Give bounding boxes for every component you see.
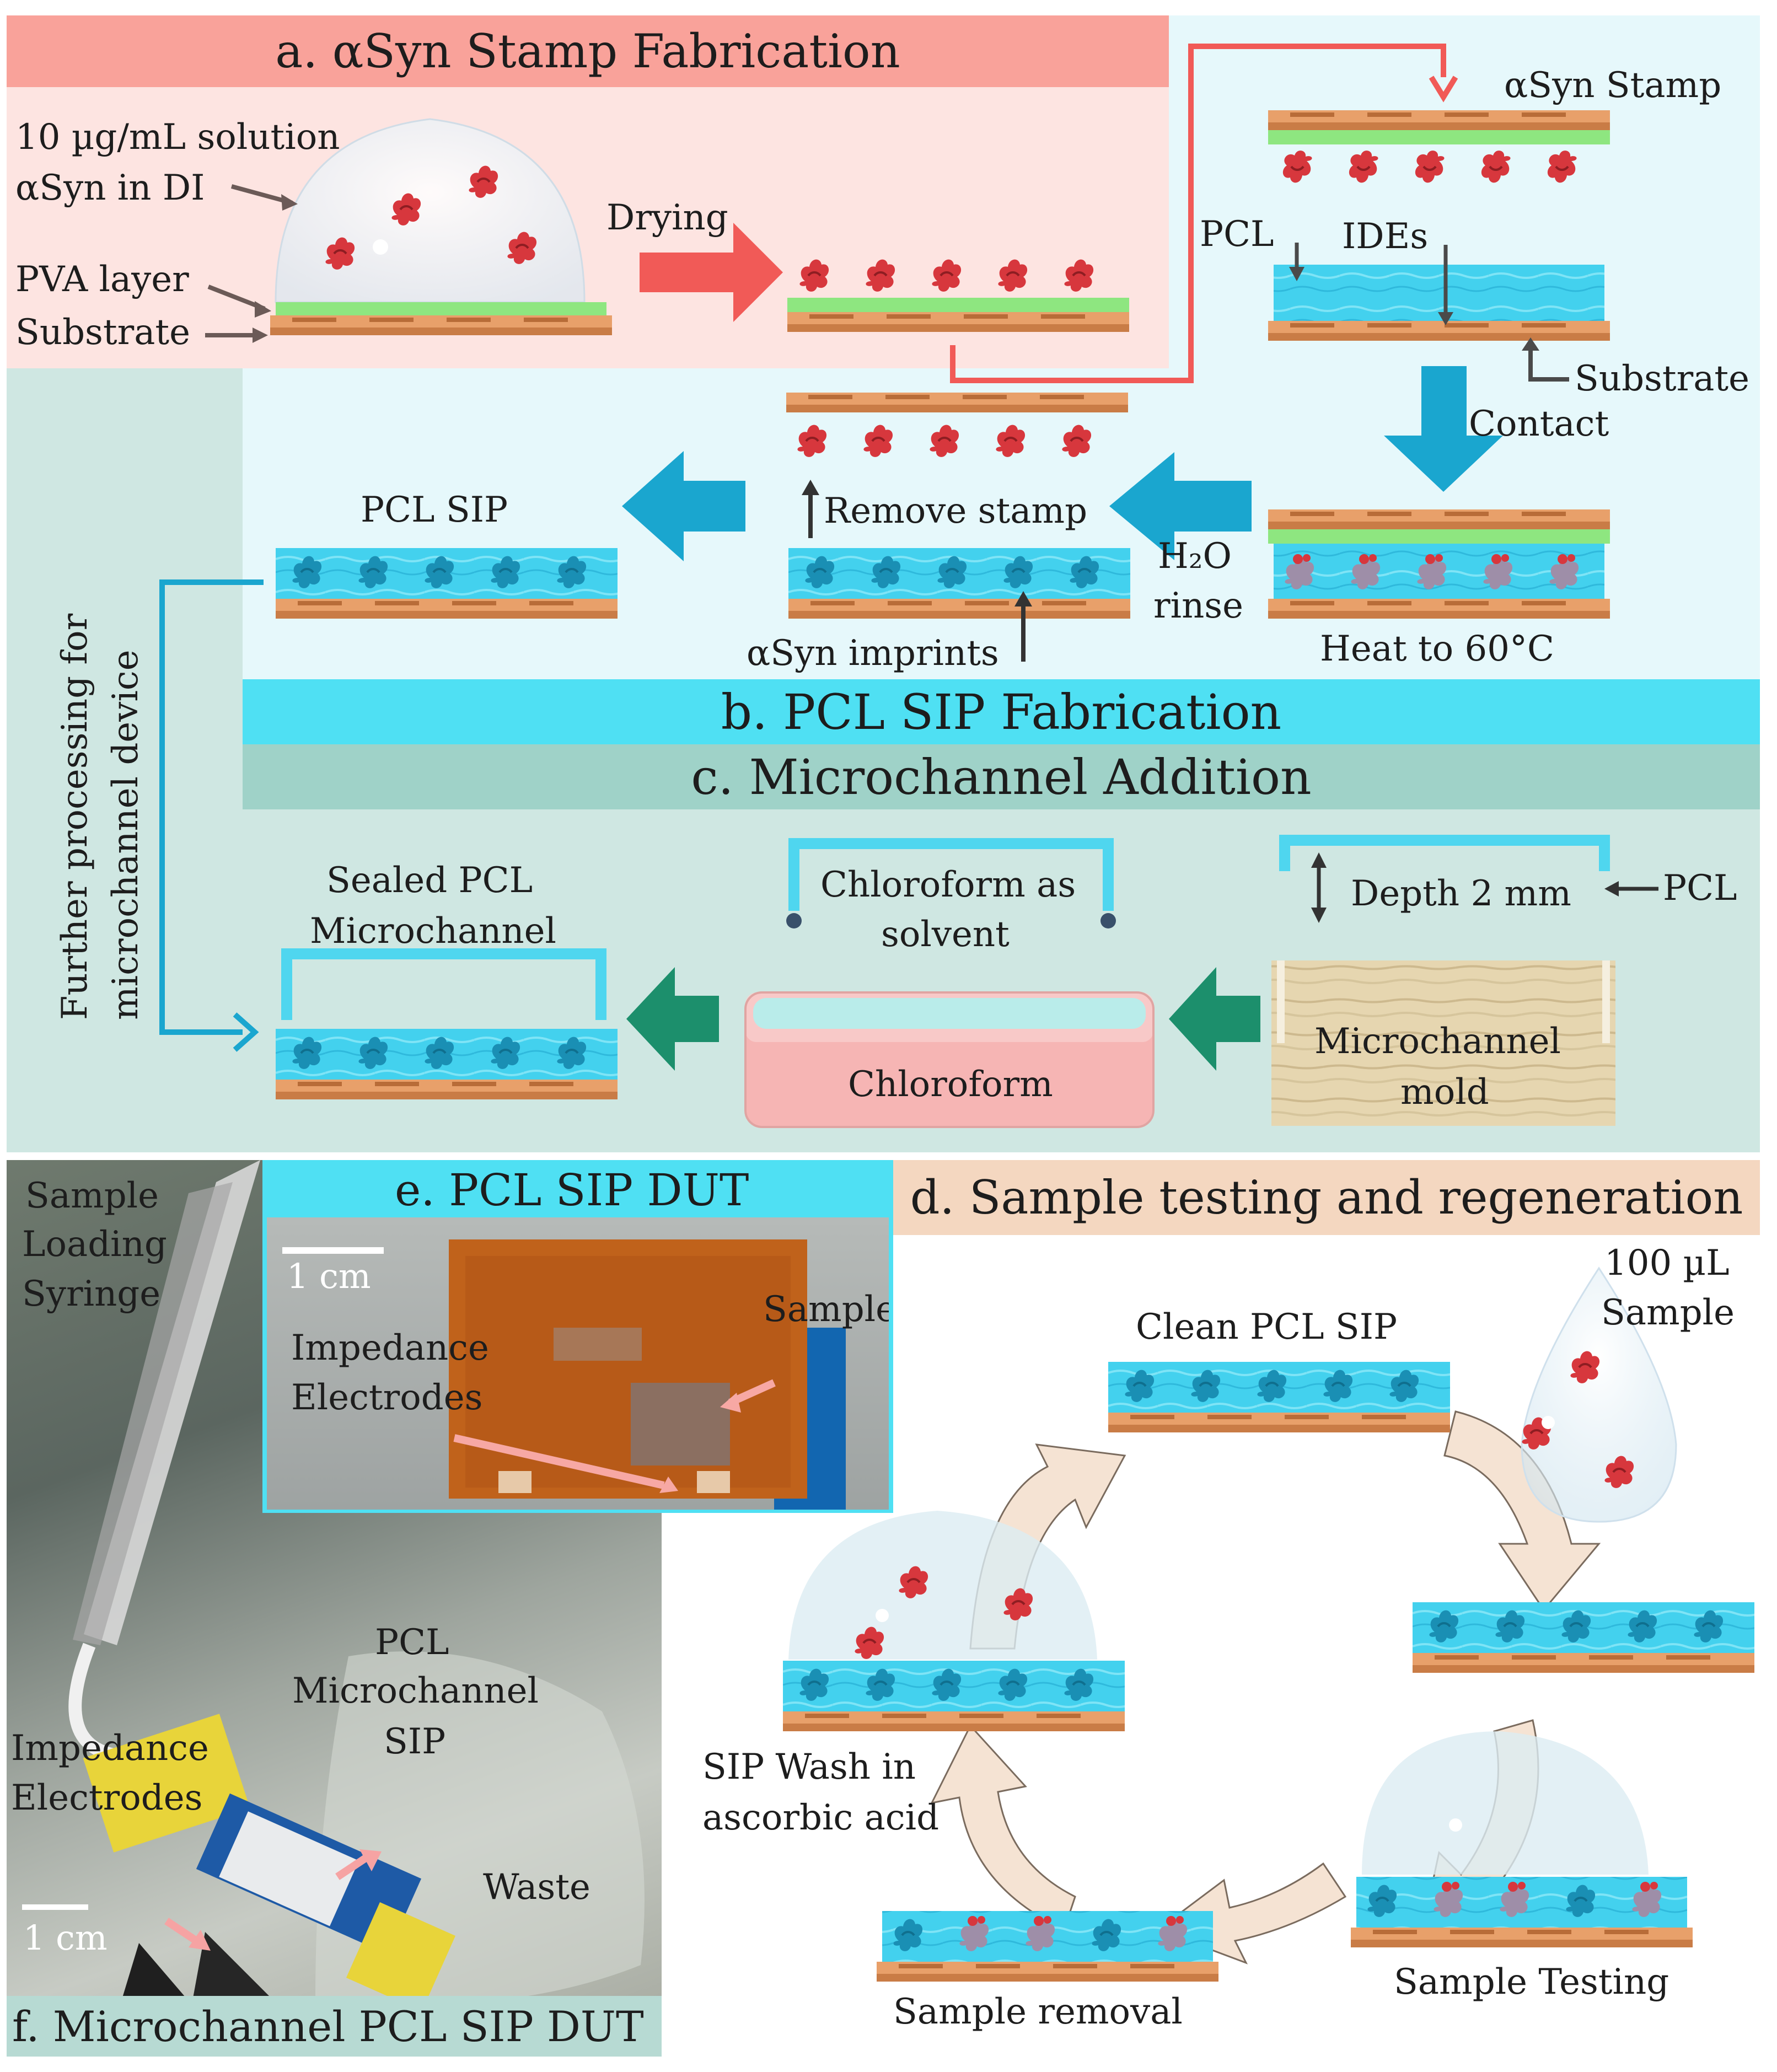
sip-with-imprints xyxy=(788,548,1130,619)
pcl-ide-substrate xyxy=(1268,265,1610,341)
waste-label: Waste xyxy=(483,1867,590,1908)
contact-arrow xyxy=(1384,366,1503,492)
f-scale-label: 1 cm xyxy=(23,1918,108,1958)
further-processing-line xyxy=(159,579,264,1035)
substrate-left xyxy=(270,315,612,335)
wash-label-line2: ascorbic acid xyxy=(702,1797,939,1838)
photo-e-content xyxy=(282,1239,846,1510)
solution-label-line2: αSyn in DI xyxy=(15,168,205,208)
mold-label-line2: mold xyxy=(1400,1072,1489,1113)
mold-label-line1: Microchannel xyxy=(1314,1021,1561,1062)
chloroform-solvent-line2: solvent xyxy=(881,914,1010,955)
f-electrodes-line1: Impedance xyxy=(11,1728,209,1769)
e-electrodes-line2: Electrodes xyxy=(291,1377,483,1418)
panel-c-background xyxy=(7,368,243,1152)
e-sample-label: Sample xyxy=(763,1289,889,1330)
e-electrodes-line1: Impedance xyxy=(291,1328,489,1368)
syringe-label-line2: Loading xyxy=(22,1224,167,1265)
panel-c-title: c. Microchannel Addition xyxy=(243,744,1760,809)
rinse-arrow xyxy=(1109,452,1252,560)
rinse-label: rinse xyxy=(1153,586,1243,626)
dried-protein-layer xyxy=(787,258,1129,332)
sample-removal-sip xyxy=(877,1911,1218,1982)
further-processing-line2: microchannel device xyxy=(105,649,146,1020)
removed-stamp xyxy=(786,393,1128,458)
heated-assembly xyxy=(1268,509,1610,619)
pcl-lid-mold xyxy=(1279,835,1610,871)
syringe-label-line1: Sample xyxy=(25,1175,159,1216)
pcl-microchannel-line2: Microchannel xyxy=(292,1671,539,1711)
sealed-pcl-label-line2: Microchannel xyxy=(310,911,556,952)
ides-label: IDEs xyxy=(1342,216,1429,257)
asyn-imprints-label: αSyn imprints xyxy=(747,633,999,674)
remove-stamp-label: Remove stamp xyxy=(824,491,1088,532)
sip-after-sample xyxy=(1413,1602,1754,1673)
further-processing-label: Further processing for microchannel devi… xyxy=(50,614,151,1020)
wash-label-line1: SIP Wash in xyxy=(702,1747,916,1787)
sample-label: Sample xyxy=(1601,1292,1735,1333)
drying-label: Drying xyxy=(606,197,728,238)
pcl-microchannel-line1: PCL xyxy=(375,1622,449,1663)
photo-e-image: 1 cm Impedance Electrodes Sample xyxy=(267,1217,889,1510)
panel-b-title: b. PCL SIP Fabrication xyxy=(243,679,1760,744)
h2o-label: H₂O xyxy=(1158,536,1232,577)
sample-removal-label: Sample removal xyxy=(893,1992,1183,2032)
contact-label: Contact xyxy=(1469,404,1609,444)
substrate-left-label: Substrate xyxy=(15,312,190,353)
chloroform-dish xyxy=(744,991,1155,1128)
solution-label-line1: 10 µg/mL solution xyxy=(15,117,340,158)
further-processing-line1: Further processing for xyxy=(55,613,95,1020)
photo-f-content xyxy=(22,1160,645,2052)
sealed-microchannel xyxy=(276,948,618,1099)
drying-arrow xyxy=(640,223,783,322)
sample-drop xyxy=(1521,1266,1677,1523)
panel-f-title: f. Microchannel PCL SIP DUT xyxy=(7,1996,662,2057)
substrate-right-label: Substrate xyxy=(1575,358,1749,399)
chloroform-lid xyxy=(786,838,1116,928)
chloroform-label: Chloroform xyxy=(848,1064,1053,1105)
pcl-sip-label: PCL SIP xyxy=(361,490,508,530)
chloroform-to-sealed-arrow xyxy=(626,967,719,1071)
syringe-label-line3: Syringe xyxy=(22,1274,161,1314)
sample-testing-label: Sample Testing xyxy=(1394,1962,1669,2003)
sealed-pcl-label-line1: Sealed PCL xyxy=(326,860,533,901)
e-scale-label: 1 cm xyxy=(287,1256,371,1296)
pcl-sip-dut-photo: 1 cm Impedance Electrodes Sample e. PCL … xyxy=(262,1160,893,1513)
chloroform-solvent-line1: Chloroform as xyxy=(820,865,1076,905)
pcl-label: PCL xyxy=(1200,214,1274,255)
panel-d-title: d. Sample testing and regeneration xyxy=(893,1160,1760,1235)
clean-sip-label: Clean PCL SIP xyxy=(1136,1307,1398,1348)
wash-sip xyxy=(783,1511,1125,1731)
microchannel-mold xyxy=(1271,960,1615,1126)
pva-layer-left xyxy=(276,302,606,316)
pva-layer-label: PVA layer xyxy=(15,259,189,300)
pcl-microchannel-line3: SIP xyxy=(384,1721,446,1762)
pcl-sip xyxy=(276,548,618,619)
sample-volume-label: 100 µL xyxy=(1604,1243,1730,1284)
sample-testing-sip xyxy=(1351,1731,1693,1947)
f-electrodes-line2: Electrodes xyxy=(11,1778,203,1818)
solution-droplet xyxy=(275,118,586,303)
mold-to-chloroform-arrow xyxy=(1169,967,1260,1071)
stamp-transfer-line xyxy=(950,44,1446,383)
sip-result-arrow xyxy=(622,451,745,561)
heat-label: Heat to 60°C xyxy=(1320,629,1554,669)
pcl-mold-label: PCL xyxy=(1663,868,1737,909)
asyn-stamp xyxy=(1268,110,1610,184)
depth-label: Depth 2 mm xyxy=(1351,873,1571,914)
panel-a-title: a. αSyn Stamp Fabrication xyxy=(7,15,1169,87)
substrate-right-arrow xyxy=(1528,345,1569,382)
panel-e-title: e. PCL SIP DUT xyxy=(395,1164,749,1216)
clean-pcl-sip xyxy=(1108,1362,1450,1432)
asyn-stamp-label: αSyn Stamp xyxy=(1504,65,1722,106)
